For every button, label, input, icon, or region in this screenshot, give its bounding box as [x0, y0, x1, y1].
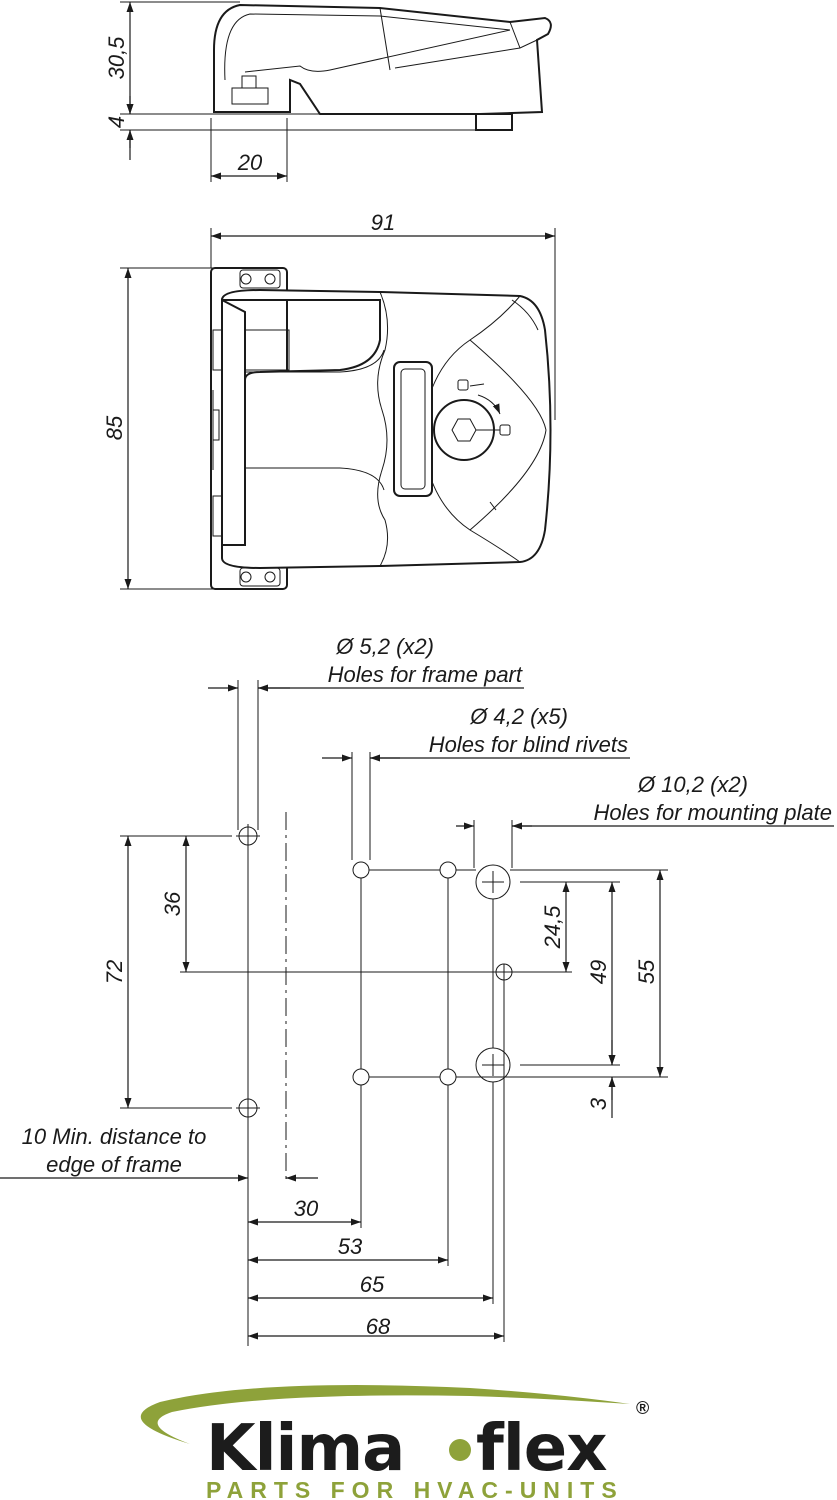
side-base-dim: 4 — [104, 116, 129, 128]
logo-word-left: Klima — [206, 1412, 404, 1486]
rivet-holes-diameter: Ø 4,2 (x5) — [469, 704, 568, 729]
plate-holes-diameter: Ø 10,2 (x2) — [637, 772, 748, 797]
logo-swoosh — [140, 1385, 630, 1444]
dim-55: 55 — [634, 959, 659, 984]
top-view: 91 85 — [102, 210, 556, 590]
klimaflex-logo: Klima flex ® PARTS FOR HVAC-UNITS — [140, 1385, 649, 1500]
dim-65: 65 — [360, 1272, 385, 1297]
side-height-dim: 30,5 — [104, 36, 129, 80]
logo-tagline: PARTS FOR HVAC-UNITS — [206, 1477, 624, 1500]
frame-holes-diameter: Ø 5,2 (x2) — [335, 634, 434, 659]
hole-pattern: Ø 5,2 (x2) Holes for frame part Ø 4,2 (x… — [0, 634, 834, 1346]
edge-note-line2: edge of frame — [46, 1152, 182, 1177]
logo-word-right: flex — [476, 1412, 607, 1486]
dim-3: 3 — [586, 1097, 611, 1110]
plate-holes-label: Holes for mounting plate — [594, 800, 832, 825]
dim-24-5: 24,5 — [540, 905, 565, 950]
dim-68: 68 — [366, 1314, 391, 1339]
rivet-holes-label: Holes for blind rivets — [429, 732, 628, 757]
side-width-dim: 20 — [237, 150, 263, 175]
top-width-dim: 91 — [371, 210, 395, 235]
logo-registered: ® — [636, 1398, 649, 1418]
logo-dot — [449, 1439, 471, 1461]
dim-72: 72 — [102, 960, 127, 984]
top-height-dim: 85 — [102, 415, 127, 440]
side-view: 30,5 4 20 — [104, 1, 552, 182]
edge-note-line1: 10 Min. distance to — [22, 1124, 207, 1149]
dim-36: 36 — [160, 891, 185, 916]
dim-49: 49 — [586, 960, 611, 984]
dim-30: 30 — [294, 1196, 319, 1221]
dim-53: 53 — [338, 1234, 363, 1259]
frame-holes-label: Holes for frame part — [328, 662, 523, 687]
